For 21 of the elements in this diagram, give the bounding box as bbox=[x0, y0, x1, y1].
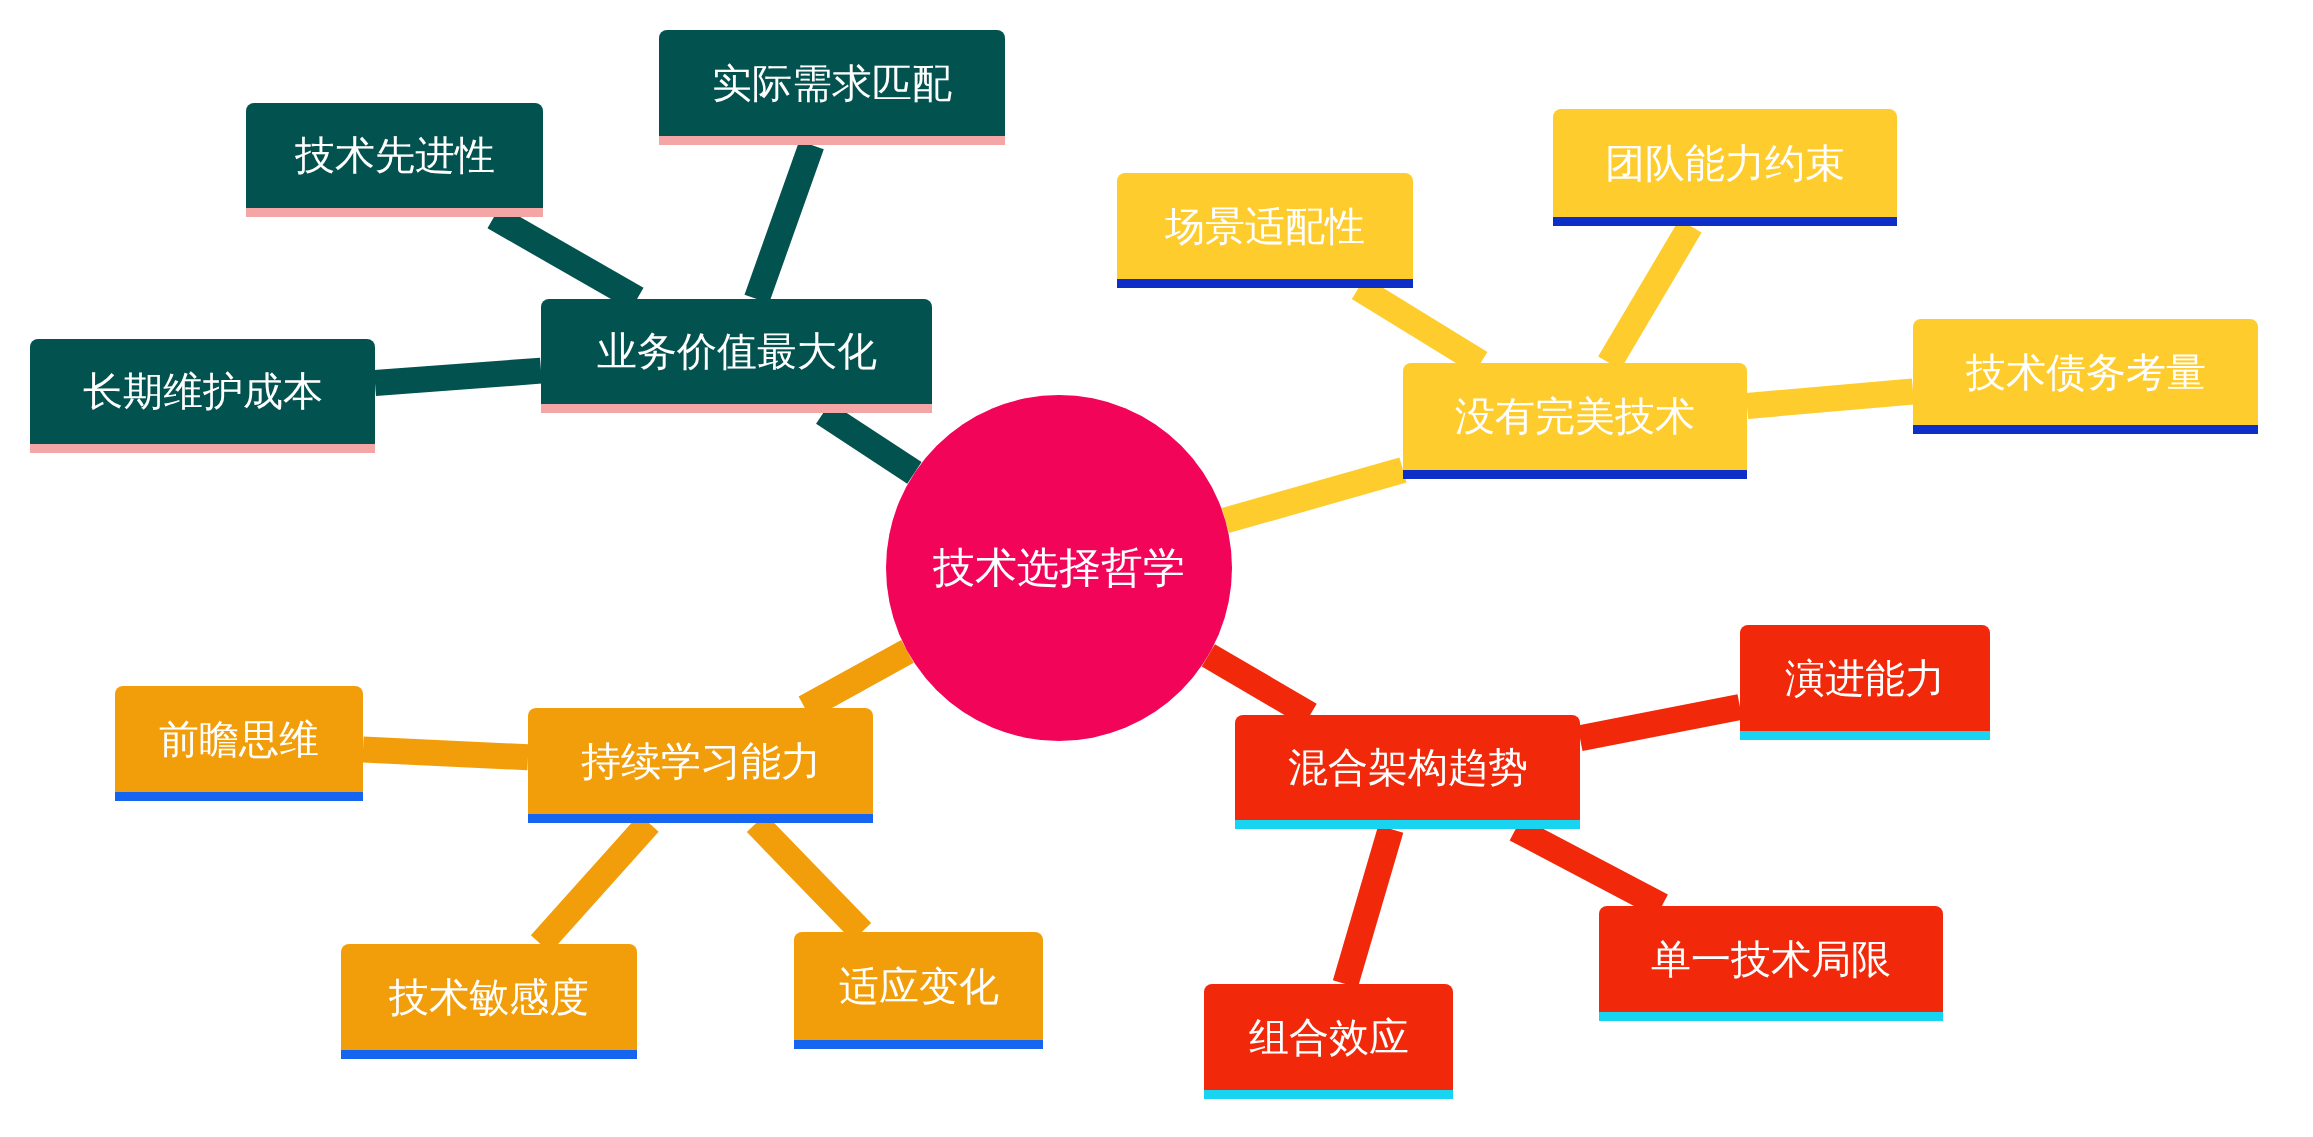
topic-box: 业务价值最大化 bbox=[541, 299, 932, 413]
topic-box: 长期维护成本 bbox=[30, 339, 375, 453]
central-topic-circle: 技术选择哲学 bbox=[886, 395, 1232, 741]
connector-line bbox=[1745, 378, 1915, 419]
topic-box: 组合效应 bbox=[1204, 984, 1453, 1099]
topic-box: 前瞻思维 bbox=[115, 686, 363, 801]
topic-box: 没有完美技术 bbox=[1403, 363, 1747, 479]
topic-box: 技术敏感度 bbox=[341, 944, 637, 1059]
connector-line bbox=[362, 736, 529, 771]
connector-line bbox=[374, 357, 542, 397]
topic-box: 场景适配性 bbox=[1117, 173, 1413, 288]
topic-box: 团队能力约束 bbox=[1553, 109, 1897, 226]
topic-box: 单一技术局限 bbox=[1599, 906, 1943, 1021]
topic-box: 适应变化 bbox=[794, 932, 1043, 1049]
topic-box: 持续学习能力 bbox=[528, 708, 873, 823]
connector-line bbox=[1221, 457, 1407, 534]
topic-box: 技术债务考量 bbox=[1913, 319, 2258, 434]
topic-box: 混合架构趋势 bbox=[1235, 715, 1580, 829]
topic-box: 演进能力 bbox=[1740, 625, 1990, 740]
topic-box: 技术先进性 bbox=[246, 103, 543, 217]
topic-box: 实际需求匹配 bbox=[659, 30, 1005, 145]
